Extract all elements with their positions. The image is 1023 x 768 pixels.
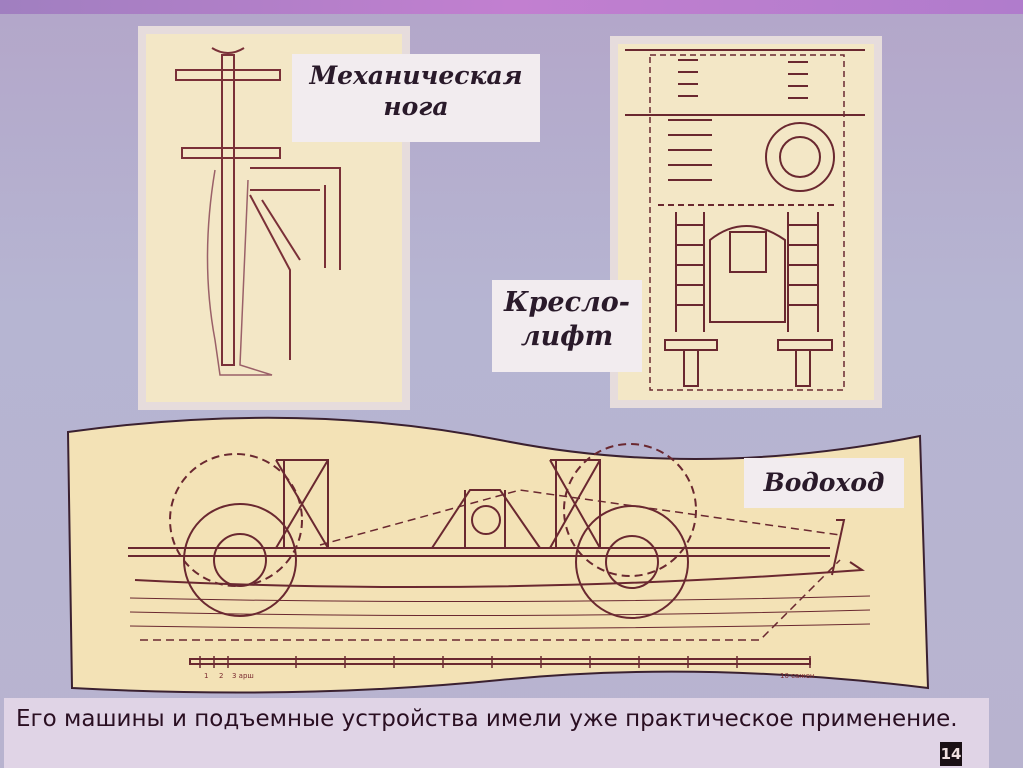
- water-walker-drawing: [128, 443, 871, 668]
- scale-tick-10: 10 сажен: [780, 672, 814, 680]
- scale-tick-3: 3 арш: [232, 672, 254, 680]
- scale-tick-1: 1: [204, 672, 208, 680]
- caption-text: Его машины и подъемные устройства имели …: [16, 706, 958, 732]
- label-water-walker: Водоход: [744, 458, 904, 508]
- label-mechanical-leg-line1: Механическая: [309, 61, 523, 90]
- scale-tick-2: 2: [219, 672, 223, 680]
- label-chairlift-line1: Кресло-: [503, 287, 631, 318]
- label-chairlift-line2: лифт: [520, 320, 614, 352]
- label-mechanical-leg-line2: нога: [383, 92, 449, 122]
- page-number: 14: [940, 742, 962, 766]
- mechanical-leg-drawing: [175, 47, 341, 376]
- label-chairlift: Кресло- лифт: [492, 280, 642, 372]
- top-band: [0, 0, 1023, 14]
- chairlift-drawing: [625, 49, 865, 391]
- label-mechanical-leg: Механическая нога: [292, 54, 540, 142]
- chairlift-panel: [610, 36, 882, 408]
- caption-box: Его машины и подъемные устройства имели …: [4, 698, 989, 768]
